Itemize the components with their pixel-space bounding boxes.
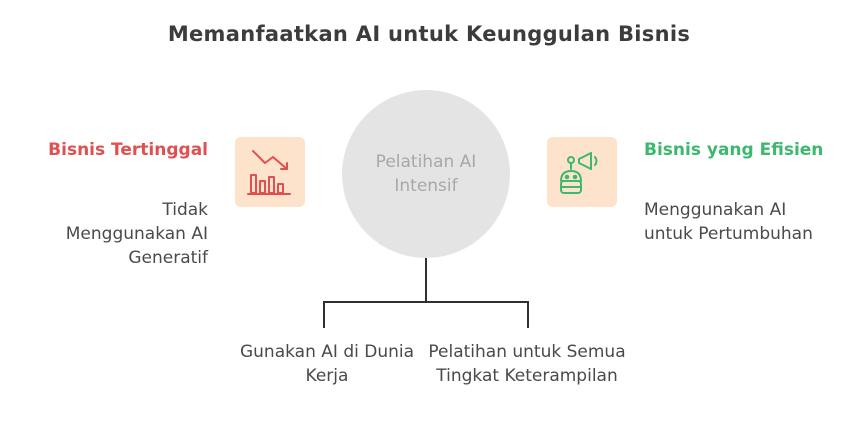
declining-bar-chart-icon xyxy=(247,150,291,195)
connector-stem xyxy=(425,258,427,303)
right-heading: Bisnis yang Efisien xyxy=(644,140,824,160)
connector-left-drop xyxy=(323,301,325,328)
robot-megaphone-icon xyxy=(560,152,598,194)
left-heading: Bisnis Tertinggal xyxy=(48,140,208,160)
diagram-title: Memanfaatkan AI untuk Keunggulan Bisnis xyxy=(167,22,691,46)
right-description: Menggunakan AI untuk Pertumbuhan xyxy=(644,200,813,244)
connector-bar xyxy=(323,301,529,303)
central-node: Pelatihan AI Intensif xyxy=(342,90,510,258)
left-icon-box xyxy=(235,137,305,207)
right-icon-box xyxy=(547,137,617,207)
branch-label-left: Gunakan AI di Dunia Kerja xyxy=(239,342,415,386)
branch-label-right: Pelatihan untuk Semua Tingkat Keterampil… xyxy=(428,342,626,386)
left-description: Tidak Menggunakan AI Generatif xyxy=(65,200,208,268)
connector-right-drop xyxy=(527,301,529,328)
central-node-label: Pelatihan AI Intensif xyxy=(375,152,477,196)
